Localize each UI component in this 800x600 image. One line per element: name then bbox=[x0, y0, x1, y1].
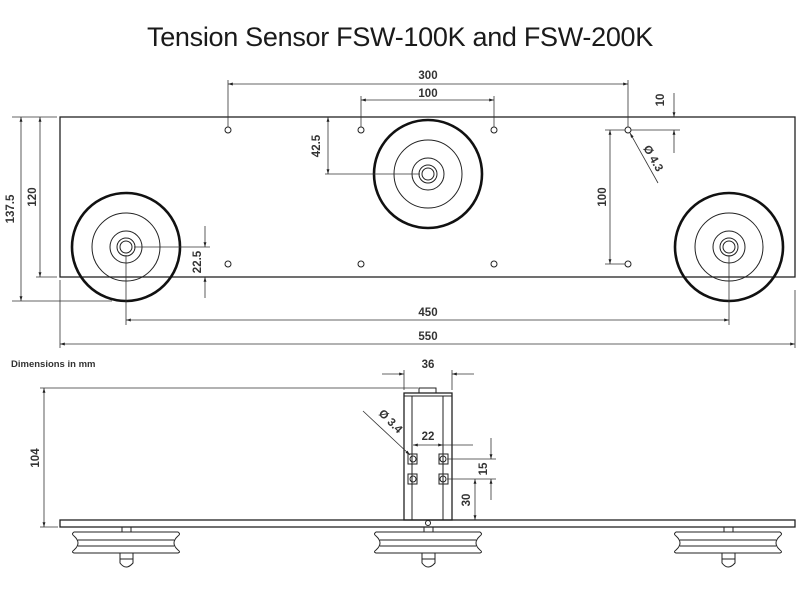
side-pulley-right bbox=[674, 526, 782, 568]
units-note: Dimensions in mm bbox=[11, 359, 96, 370]
sensor-body bbox=[403, 387, 453, 526]
dimension-30: 30 bbox=[461, 479, 477, 520]
side-pulley-center bbox=[374, 526, 482, 568]
dimension-label: 36 bbox=[422, 359, 435, 371]
dimension-10: 10 bbox=[631, 93, 680, 153]
mounting-holes bbox=[224, 126, 632, 268]
dimension-120: 120 bbox=[27, 117, 57, 278]
dimension-137-5: 137.5 bbox=[5, 116, 112, 302]
mounting-hole bbox=[357, 126, 365, 134]
drawing-title: Tension Sensor FSW-100K and FSW-200K bbox=[147, 22, 653, 52]
dimension-label: 550 bbox=[418, 331, 437, 343]
dimension-mount-hole-diameter: Ø 3.4 bbox=[362, 408, 411, 456]
dimension-450: 450 bbox=[125, 255, 730, 325]
top-view: 300 100 10 Ø 4.3 100 bbox=[5, 70, 796, 348]
dimension-104: 104 bbox=[30, 387, 418, 528]
mounting-hole bbox=[490, 126, 498, 134]
mounting-hole bbox=[624, 260, 632, 268]
dimension-36: 36 bbox=[382, 359, 474, 390]
dimension-label: 450 bbox=[418, 307, 437, 319]
mounting-hole bbox=[224, 126, 232, 134]
dimension-label: Ø 3.4 bbox=[376, 408, 405, 437]
dimension-42-5: 42.5 bbox=[311, 117, 420, 175]
side-pulley-left bbox=[72, 526, 180, 568]
dimension-hole-diameter: Ø 4.3 bbox=[629, 132, 665, 184]
dimension-label: 100 bbox=[418, 88, 437, 100]
dimension-100-horizontal: 100 bbox=[360, 88, 495, 127]
dimension-label: 42.5 bbox=[311, 134, 323, 157]
dimension-550: 550 bbox=[59, 280, 796, 348]
dimension-label: 22.5 bbox=[192, 250, 204, 273]
dimension-100-vertical: 100 bbox=[597, 129, 625, 265]
dimension-label: 15 bbox=[478, 462, 490, 475]
dimension-15: 15 bbox=[447, 438, 496, 500]
dimension-label: 120 bbox=[27, 187, 39, 206]
base-plate-outline bbox=[59, 116, 796, 278]
dimension-22: 22 bbox=[413, 431, 473, 447]
mounting-hole bbox=[357, 260, 365, 268]
mounting-hole bbox=[624, 126, 632, 134]
dimension-label: 100 bbox=[597, 187, 609, 206]
dimension-label: 30 bbox=[461, 494, 473, 507]
dimension-22-5: 22.5 bbox=[134, 226, 210, 298]
mounting-hole bbox=[224, 260, 232, 268]
dimension-label: 104 bbox=[30, 448, 42, 468]
dimension-label: 300 bbox=[418, 70, 437, 82]
dimension-300: 300 bbox=[227, 70, 629, 127]
dimension-label: 22 bbox=[422, 431, 435, 443]
dimension-label: 137.5 bbox=[5, 194, 17, 223]
side-view: 36 104 Ø 3.4 22 15 bbox=[30, 359, 796, 568]
mounting-hole bbox=[490, 260, 498, 268]
dimension-label: 10 bbox=[655, 94, 667, 107]
